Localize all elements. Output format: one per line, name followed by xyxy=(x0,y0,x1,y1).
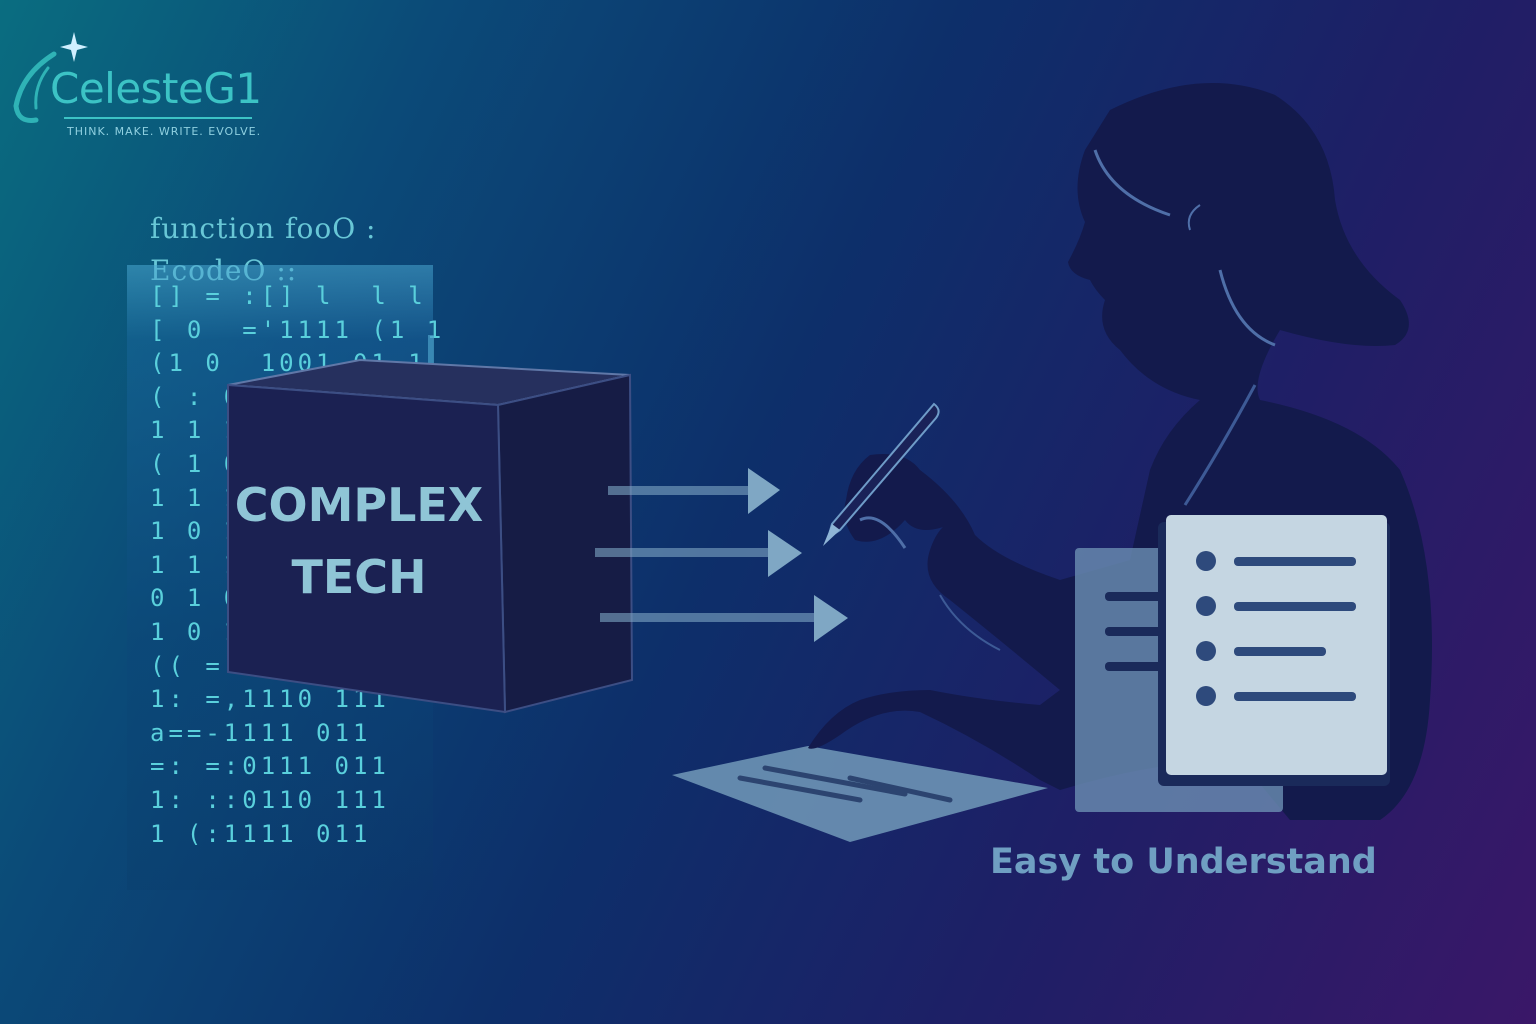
brand-name: CelesteG1 xyxy=(50,64,262,113)
binary-row: =: =:0111 011 xyxy=(150,752,390,781)
arrow-right-icon xyxy=(600,595,848,642)
binary-row: 1: ::0110 111 xyxy=(150,786,390,814)
binary-row: [ 0 ='1111 (1 1 xyxy=(150,315,446,344)
binary-row: 1 (:1111 011 xyxy=(150,819,372,848)
complex-tech-cube xyxy=(227,358,634,714)
arrow-right-icon xyxy=(595,530,802,577)
caption: Easy to Understand xyxy=(990,842,1377,882)
cube-label-line-1: COMPLEX xyxy=(234,478,484,532)
binary-row: [] = :[] l l l xyxy=(150,282,427,310)
arrow-right-icon xyxy=(608,468,780,514)
pen-icon xyxy=(823,402,940,546)
paper-sheet-icon xyxy=(672,746,1048,842)
binary-row: a==-1111 011 xyxy=(150,718,372,747)
code-line-1: function fooO : xyxy=(150,212,377,245)
document-checklist-icon xyxy=(1158,515,1390,786)
binary-row: (( = xyxy=(150,651,224,680)
cube-label-line-2: TECH xyxy=(291,550,427,604)
logo-swoosh-icon xyxy=(13,32,88,123)
brand-divider xyxy=(64,117,252,119)
brand-tagline: THINK. MAKE. WRITE. EVOLVE. xyxy=(67,125,262,138)
